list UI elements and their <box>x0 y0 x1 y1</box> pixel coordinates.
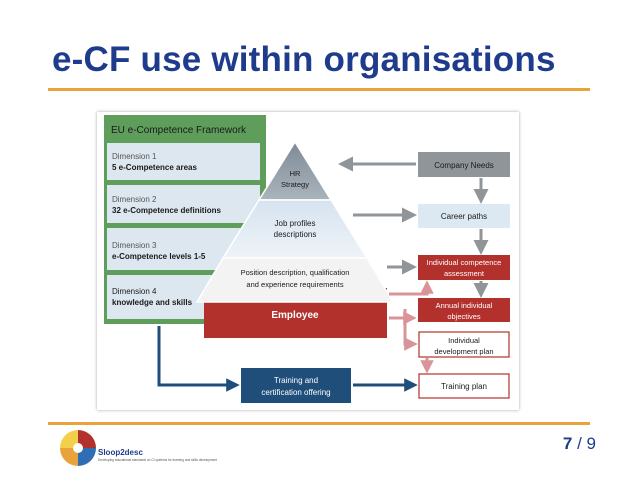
page-number: 7 / 9 <box>563 434 596 454</box>
dimension-3-label: Dimension 3 <box>112 241 157 250</box>
slide-title: e-CF use within organisations <box>52 40 556 79</box>
training-line2: certification offering <box>261 388 330 397</box>
ecf-diagram: EU e-Competence Framework Dimension 1 5 … <box>104 115 510 403</box>
dimension-4-label: Dimension 4 <box>112 287 157 296</box>
framework-title: EU e-Competence Framework <box>111 125 247 136</box>
page-total: 9 <box>586 434 596 453</box>
competence-line2: assessment <box>444 269 485 278</box>
pyramid-bottom-line2: and experience requirements <box>246 280 343 289</box>
objectives-line2: objectives <box>447 312 481 321</box>
page-current: 7 <box>562 434 573 453</box>
dimension-2-label: Dimension 2 <box>112 195 157 204</box>
sloop2desc-logo-icon <box>60 430 96 466</box>
pyramid-mid-line1: Job profiles <box>275 219 316 228</box>
logo-name: Sloop2desc <box>98 448 143 457</box>
pyramid-top-line1: HR <box>290 169 301 178</box>
company-needs-label: Company Needs <box>434 161 494 170</box>
dimension-2-box <box>107 185 260 223</box>
dimension-2-desc: 32 e-Competence definitions <box>112 206 221 215</box>
framework-box: EU e-Competence Framework Dimension 1 5 … <box>104 115 266 324</box>
annual-objectives-box: Annual individual objectives <box>418 298 510 322</box>
dimension-4-desc: knowledge and skills <box>112 298 193 307</box>
dimension-3-desc: e-Competence levels 1-5 <box>112 252 206 261</box>
hr-pyramid: HR Strategy Job profiles descriptions Po… <box>195 140 395 303</box>
pyramid-mid-line2: descriptions <box>274 230 317 239</box>
pyramid-bottom-line1: Position description, qualification <box>241 268 350 277</box>
arrow-framework-to-training <box>157 326 240 392</box>
dimension-1-desc: 5 e-Competence areas <box>112 163 197 172</box>
gray-arrows <box>338 156 489 298</box>
pink-arrows <box>389 280 434 374</box>
title-divider <box>48 88 590 91</box>
training-plan-label: Training plan <box>441 382 487 391</box>
navy-arrows <box>157 326 418 392</box>
training-line1: Training and <box>274 376 318 385</box>
training-offering-box: Training and certification offering <box>241 368 351 403</box>
arrow-to-devplan <box>403 309 418 351</box>
objectives-line1: Annual individual <box>436 301 493 310</box>
dimension-1-label: Dimension 1 <box>112 152 157 161</box>
devplan-line2: development plan <box>434 347 493 356</box>
company-needs-box: Company Needs <box>418 152 510 177</box>
arrow-employee-to-assessment <box>389 280 434 296</box>
dimension-1-box <box>107 143 260 180</box>
employee-label: Employee <box>271 310 319 321</box>
training-plan-box: Training plan <box>418 373 510 399</box>
career-paths-box: Career paths <box>418 204 510 228</box>
logo-tagline: Developing educational standards on CI s… <box>98 458 218 462</box>
devplan-line1: Individual <box>448 336 480 345</box>
competence-line1: Individual competence <box>427 258 502 267</box>
development-plan-box: Individual development plan <box>418 331 510 358</box>
competence-assessment-box: Individual competence assessment <box>418 255 510 280</box>
pyramid-bottom-position <box>195 257 395 303</box>
pyramid-top-line2: Strategy <box>281 180 309 189</box>
career-paths-label: Career paths <box>441 212 487 221</box>
page-separator: / <box>572 434 587 453</box>
footer-divider <box>48 422 590 425</box>
